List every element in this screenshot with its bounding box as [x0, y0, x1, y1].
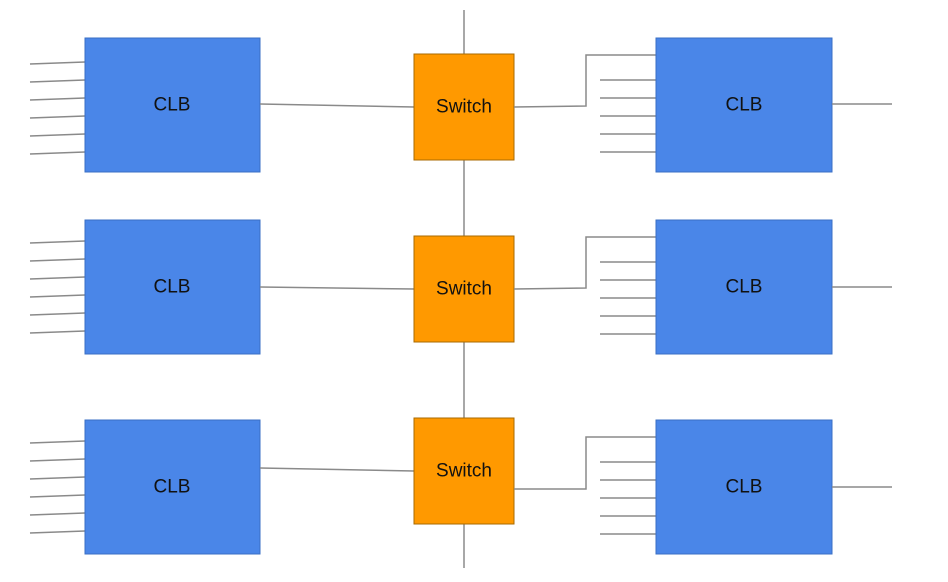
clb-block: [84, 219, 261, 355]
right-clb-2: CLB: [655, 219, 833, 355]
clb-block: [84, 419, 261, 555]
wire-left-clb-3-to-switch-3: [259, 467, 415, 472]
wire-left-clb-1-to-switch-1: [259, 103, 415, 108]
left-clb-3: CLB: [84, 419, 261, 555]
left-clb-1-input-pins: [29, 61, 86, 155]
clb-label: CLB: [154, 477, 191, 498]
left-clb-2-input-pins: [29, 240, 86, 334]
switch-block: [413, 53, 515, 161]
wire-left-clb-2-to-switch-2: [259, 286, 415, 290]
switch-block: [413, 235, 515, 343]
clb-block: [655, 37, 833, 173]
wire-switch-2-to-right-clb-2: [513, 236, 656, 290]
switch-block: [413, 417, 515, 525]
clb-label: CLB: [726, 277, 763, 298]
right-clb-3-input-pins: [600, 461, 656, 535]
switch-label: Switch: [436, 97, 492, 118]
wire-switch-3-to-right-clb-3: [514, 436, 656, 490]
right-clb-1: CLB: [655, 37, 833, 173]
wire-switch-1-to-right-clb-1: [513, 54, 656, 108]
row-3: CLB Switch CLB: [29, 417, 892, 555]
clb-block: [655, 219, 833, 355]
right-clb-2-input-pins: [600, 261, 656, 335]
clb-label: CLB: [726, 95, 763, 116]
clb-block: [84, 37, 261, 173]
row-2: CLB Switch CLB: [29, 219, 892, 355]
switch-label: Switch: [436, 279, 492, 300]
row-1: CLB Switch CLB: [29, 37, 892, 173]
clb-label: CLB: [154, 277, 191, 298]
left-clb-1: CLB: [84, 37, 261, 173]
clb-label: CLB: [726, 477, 763, 498]
switch-2: Switch: [413, 235, 515, 343]
clb-block: [655, 419, 833, 555]
switch-1: Switch: [413, 53, 515, 161]
switch-label: Switch: [436, 461, 492, 482]
switch-3: Switch: [413, 417, 515, 525]
right-clb-3: CLB: [655, 419, 833, 555]
left-clb-3-input-pins: [29, 440, 86, 534]
clb-label: CLB: [154, 95, 191, 116]
left-clb-2: CLB: [84, 219, 261, 355]
right-clb-1-input-pins: [600, 79, 656, 153]
